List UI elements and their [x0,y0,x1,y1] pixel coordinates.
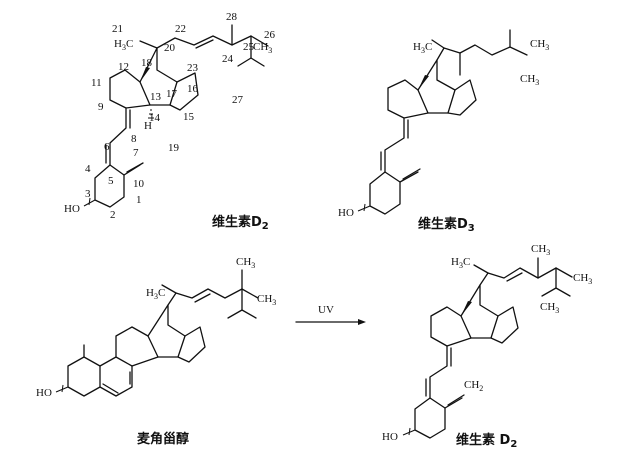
atom-number-21: 21 [112,23,123,35]
vitd2-product-name: 维生素 D2 [456,432,517,450]
vitd3-structure [357,29,528,215]
vitd2-product-h3c-label: H3C [451,256,470,270]
vitd2-product-ch3-ring-label: CH3 [540,301,559,315]
ergosterol-name: 麦角甾醇 [137,431,189,447]
uv-label: UV [318,304,334,316]
h-label: H [144,120,152,132]
atom-number-8: 8 [131,133,137,145]
atom-number-9: 9 [98,101,104,113]
vitd3-ch3-ring-label: CH3 [520,73,539,87]
reaction-arrow [295,319,366,325]
atom-number-22: 22 [175,23,186,35]
ho-label: HO [64,203,80,215]
h3c-label: H3C [114,38,133,52]
atom-number-13: 13 [150,91,162,103]
atom-number-17: 17 [166,88,178,100]
atom-number-23: 23 [187,62,199,74]
vitd2-product-structure [402,257,573,439]
vitd2-product-ch3-right-label: CH3 [573,272,592,286]
atom-number-10: 10 [133,178,145,190]
ch3-label: CH3 [253,41,272,55]
atom-number-24: 24 [222,53,234,65]
atom-number-20: 20 [164,42,176,54]
ergosterol-h3c-label: H3C [146,287,165,301]
ergosterol-ho-label: HO [36,387,52,399]
vitd2-numbered-structure [83,24,269,208]
vitd3-ho-label: HO [338,207,354,219]
atom-number-14: 14 [149,112,161,124]
atom-number-3: 3 [85,188,91,200]
atom-number-28: 28 [226,11,238,23]
atom-number-26: 26 [264,29,276,41]
ergosterol-structure [55,269,259,397]
atom-number-18: 18 [141,57,153,69]
vitd3-name: 维生素D3 [418,216,475,234]
atom-number-2: 2 [110,209,116,221]
vitd3-ch3-side-label: CH3 [530,38,549,52]
vitd2-name: 维生素D2 [212,214,269,232]
atom-number-1: 1 [136,194,142,206]
atom-number-19: 19 [168,142,180,154]
vitd2-product-ho-label: HO [382,431,398,443]
atom-number-6: 6 [104,141,110,153]
atom-number-25: 25 [243,41,255,53]
atom-number-11: 11 [91,77,102,89]
atom-number-7: 7 [133,147,139,159]
atom-number-12: 12 [118,61,129,73]
atom-number-15: 15 [183,111,195,123]
ergosterol-ch3-right-label: CH3 [257,293,276,307]
ergosterol-ch3-top-label: CH3 [236,256,255,270]
atom-number-16: 16 [187,83,199,95]
vitd2-product-ch2-label: CH2 [464,379,483,393]
atom-number-5: 5 [108,175,114,187]
atom-number-4: 4 [85,163,91,175]
atom-number-27: 27 [232,94,244,106]
vitd3-h3c-label: H3C [413,41,432,55]
vitd2-product-ch3-top-label: CH3 [531,243,550,257]
